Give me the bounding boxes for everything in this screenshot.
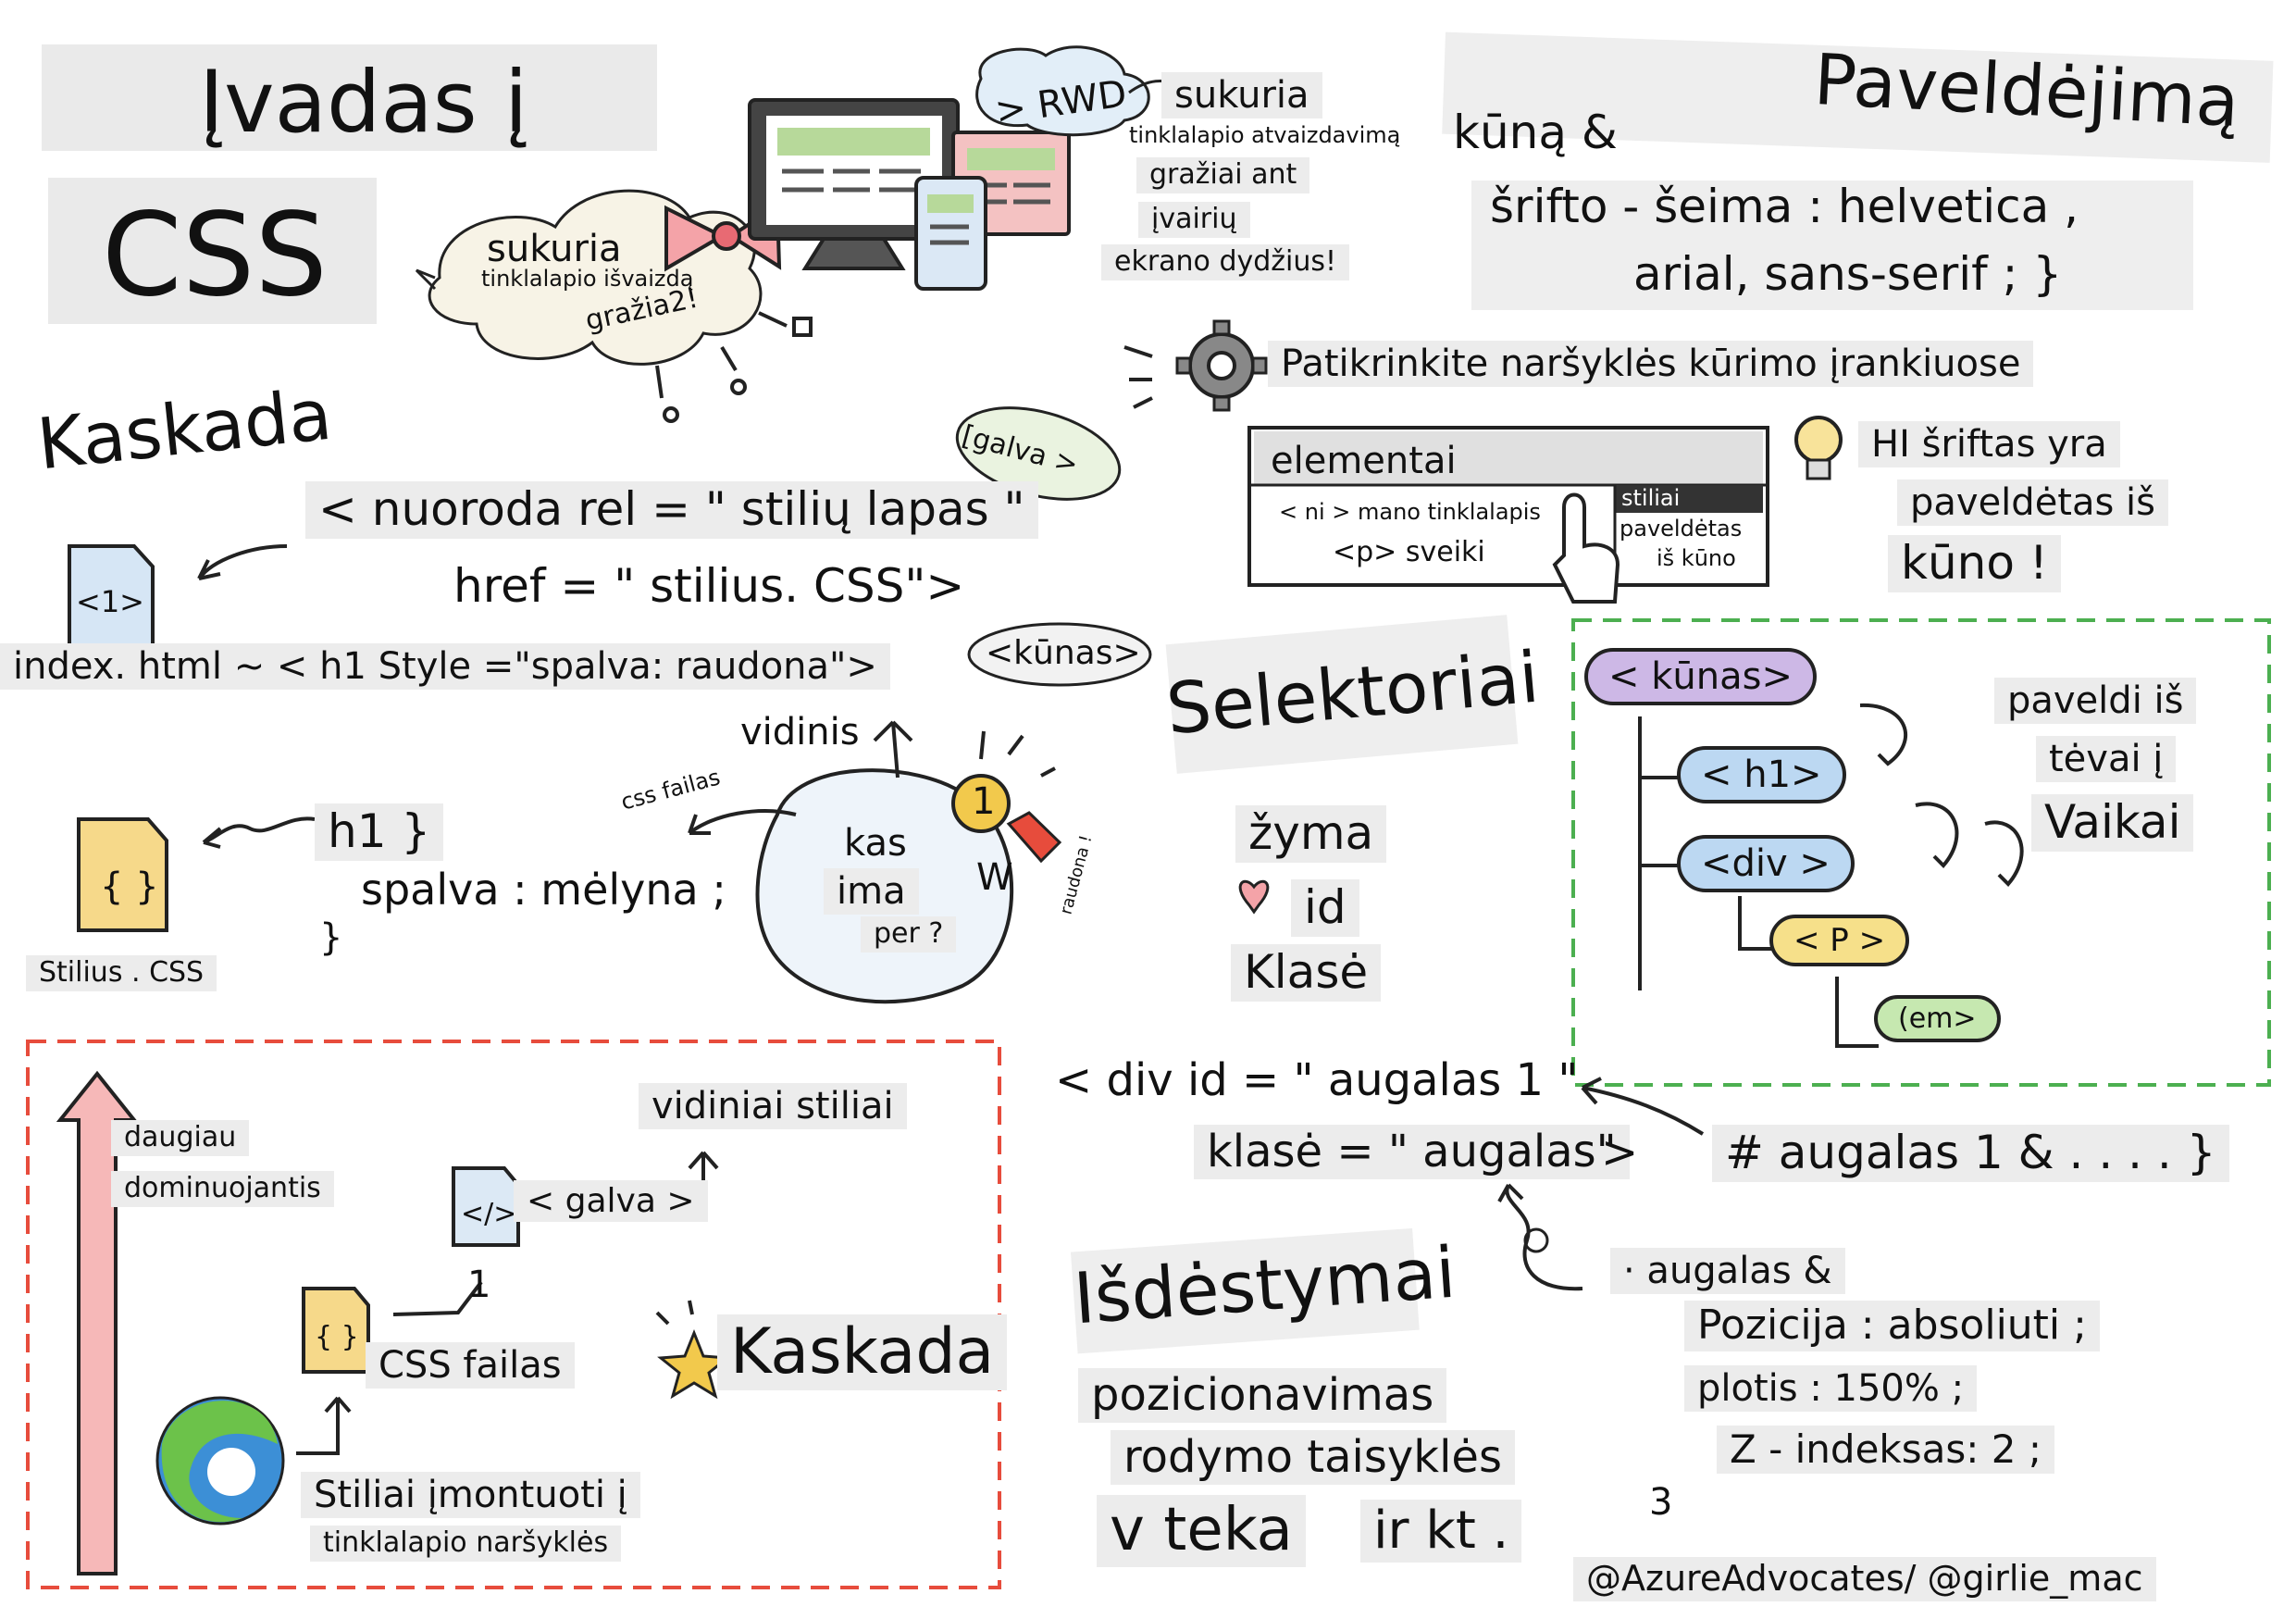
cascade-link-line-1: < nuoroda rel = " stilių lapas " [305, 481, 1038, 539]
title-highlight-2 [48, 178, 377, 324]
tree-node-em: (em> [1874, 995, 2001, 1042]
inheritance-code-line-3: arial, sans-serif ; } [1633, 247, 2063, 301]
selectors-div-close: > [1601, 1127, 1639, 1178]
tree-caption-1: paveldi iš [1994, 678, 2197, 724]
rwd-line-3: gražiai ant [1136, 157, 1310, 193]
priority-more-2: dominuojantis [111, 1171, 334, 1207]
rwd-line-4: įvairių [1138, 202, 1250, 238]
title-line-1: Įvadas į [199, 53, 528, 152]
inheritance-code-line-1: kūną & [1453, 106, 1618, 159]
priority-css-file: CSS failas [366, 1342, 575, 1389]
rwd-line-5: ekrano dydžius! [1101, 244, 1350, 280]
selectors-div-line-1: < div id = " augalas 1 " [1055, 1054, 1579, 1106]
css-rule-line-1: h1 } [315, 803, 444, 861]
rwd-bubble-shape [975, 45, 1150, 137]
priority-num-1: 1 [467, 1264, 491, 1306]
cascade-inner-label: vidinis [740, 711, 860, 753]
cascade-html-icon-label: <1> [76, 584, 144, 619]
tree-node-h1: < h1> [1677, 746, 1846, 803]
selectors-num-3: 3 [1649, 1481, 1673, 1524]
tip-line-3: kūno ! [1888, 535, 2061, 592]
devtools-styles-line-1: paveldėtas [1620, 516, 1743, 542]
priority-code-icon-label: </> [461, 1198, 517, 1230]
priority-head-tag: < galva > [514, 1180, 708, 1223]
lightbulb-icon [1794, 416, 1843, 480]
selectors-id-rule: # augalas 1 & . . . . } [1712, 1125, 2229, 1182]
monitor-icon [748, 98, 1071, 291]
class-rule-line-2: Pozicija : absoliuti ; [1684, 1301, 2100, 1351]
css-file-name: Stilius . CSS [26, 955, 217, 991]
devtools-tree-line-1: < ni > mano tinklalapis [1279, 499, 1541, 525]
inheritance-frame [1571, 618, 2271, 1087]
title-line-2: CSS [102, 189, 329, 322]
priority-cascade-word: Kaskada [717, 1314, 1008, 1391]
layouts-item-3: v teka [1097, 1495, 1306, 1567]
devtools-caption: Patikrinkite naršyklės kūrimo įrankiuose [1268, 341, 2034, 387]
html-file-icon [68, 544, 155, 650]
tip-line-2: paveldėtas iš [1897, 479, 2168, 526]
devtools-styles-line-2: iš kūno [1657, 545, 1736, 571]
css-file-icon [77, 817, 168, 932]
css-file-icon-small [302, 1287, 370, 1374]
priority-builtin-1: Stiliai įmontuoti į [301, 1472, 640, 1518]
cascade-body-bubble: <kūnas> [986, 634, 1141, 672]
css-file-icon-label: { } [100, 866, 159, 908]
tree-caption-3: Vaikai [2031, 794, 2194, 852]
selector-item-class: Klasė [1231, 944, 1382, 1002]
priority-builtin-2: tinklalapio naršyklės [310, 1526, 622, 1562]
tree-node-body: < kūnas> [1584, 648, 1817, 705]
medal-number: 1 [972, 780, 996, 823]
rwd-line-2: tinklalapio atvaizdavimą [1129, 122, 1401, 148]
tree-node-p: < P > [1769, 915, 1910, 966]
priority-css-icon-label: { } [315, 1321, 359, 1353]
class-rule-line-3: plotis : 150% ; [1684, 1365, 1978, 1412]
inheritance-code-line-2: šrifto - šeima : helvetica , [1490, 180, 2079, 233]
cloud-line-1: sukuria [487, 228, 622, 270]
tip-line-1: HI šriftas yra [1858, 421, 2120, 467]
cascade-who-line-1: kas [844, 822, 907, 865]
selector-item-id: id [1291, 879, 1359, 937]
browser-logo-icon [155, 1396, 285, 1526]
pointer-hand-icon [1552, 492, 1620, 604]
layouts-item-4: ir kt . [1360, 1500, 1522, 1563]
devtools-tree-line-2: <p> sveiki [1333, 536, 1485, 568]
heart-icon [1238, 879, 1270, 915]
layouts-item-1: pozicionavimas [1078, 1368, 1447, 1424]
priority-more-1: daugiau [111, 1120, 250, 1156]
selectors-div-line-2: klasė = " augalas" [1194, 1125, 1630, 1180]
devtools-styles-tab: stiliai [1621, 485, 1681, 511]
cloud-line-2: tinklalapio išvaizdą [481, 266, 694, 292]
class-rule-line-1: · augalas & [1610, 1248, 1845, 1294]
body-bubble-shape [967, 622, 1152, 687]
layouts-item-2: rodymo taisyklės [1111, 1430, 1515, 1486]
priority-internal-styles: vidiniai stiliai [639, 1083, 907, 1129]
tree-node-div: <div > [1677, 835, 1855, 892]
css-rule-line-2: spalva : mėlyna ; [361, 865, 726, 915]
css-rule-line-3: } [319, 916, 343, 959]
cascade-link-line-2: href = " stilius. CSS"> [453, 559, 965, 613]
title-highlight-1 [42, 44, 657, 151]
selector-item-tag: žyma [1235, 805, 1387, 863]
gear-icon [1175, 319, 1268, 412]
rwd-line-1: sukuria [1161, 72, 1322, 118]
credit: @AzureAdvocates/ @girlie_mac [1573, 1557, 2156, 1601]
tree-caption-2: tėvai į [2036, 736, 2177, 782]
medal-letter: W [976, 856, 1013, 899]
cascade-inline-line: index. html ~ < h1 Style ="spalva: raudo… [0, 643, 890, 690]
class-rule-line-4: Z - indeksas: 2 ; [1717, 1426, 2054, 1475]
medal-icon [951, 774, 1062, 864]
cascade-who-line-2: ima [824, 868, 919, 915]
devtools-elements-tab: elementai [1271, 440, 1457, 482]
cascade-who-line-3: per ? [861, 916, 957, 953]
